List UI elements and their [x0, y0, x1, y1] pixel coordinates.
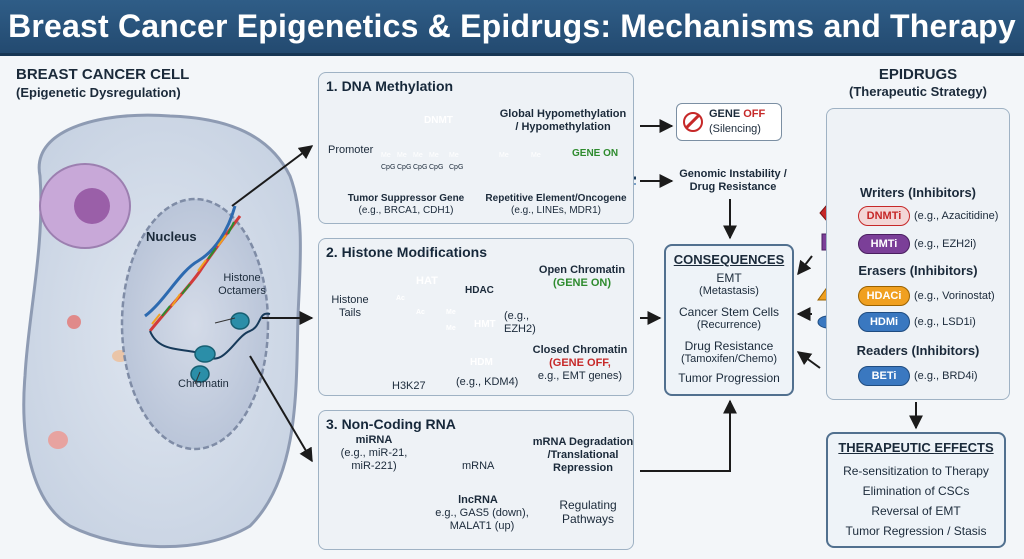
hmt-label: HMT — [474, 319, 496, 330]
closed-chromatin-gene-off: (GENE OFF, — [549, 357, 611, 369]
nucleus — [120, 197, 270, 451]
readers-heading: Readers (Inhibitors) — [856, 343, 980, 358]
beti-example: (e.g., BRD4i) — [914, 370, 978, 382]
genomic-instability-label: Genomic Instability / Drug Resistance — [679, 168, 787, 193]
beti-pill: BETi — [858, 366, 910, 386]
me-label-6: Me — [499, 152, 509, 159]
dnmti-example: (e.g., Azacitidine) — [914, 210, 999, 222]
organelle-spot — [67, 315, 81, 329]
rep-label: Repetitive Element/Oncogene — [485, 193, 627, 204]
consequence-item: Drug Resistance(Tamoxifen/Chemo) — [681, 339, 777, 366]
methylation-title: 1. DNA Methylation — [326, 78, 454, 94]
rep-example: (e.g., LINEs, MDR1) — [510, 205, 602, 216]
consequence-item: Cancer Stem Cells(Recurrence) — [678, 305, 780, 332]
nucleus-label: Nucleus — [146, 229, 197, 244]
dnmt-label: DNMT — [424, 115, 453, 126]
ac-label-2: Ac — [416, 309, 425, 316]
open-chromatin-gene-on: (GENE ON) — [552, 277, 612, 289]
hdmi-pill: HDMi — [858, 312, 910, 332]
lncrna-example: e.g., GAS5 (down), MALAT1 (up) — [435, 507, 529, 532]
writers-heading: Writers (Inhibitors) — [859, 185, 977, 200]
histone-title: 2. Histone Modifications — [326, 244, 488, 260]
panel-dna-methylation — [318, 72, 634, 224]
histone-tails-label: Histone Tails — [331, 294, 369, 319]
cpg-label-1: CpG — [381, 164, 396, 171]
gene-off-text: GENE OFF — [709, 108, 766, 120]
mirna-example: (e.g., miR-21, miR-221) — [340, 447, 408, 472]
prohibit-icon — [683, 112, 703, 132]
mrna-label: mRNA — [462, 460, 495, 472]
epidrugs-subheading: (Therapeutic Strategy) — [849, 84, 987, 99]
me-label-2: Me — [397, 152, 407, 159]
histone-octamers-label: Histone Octamers — [218, 272, 266, 297]
hmti-pill: HMTi — [858, 234, 910, 254]
tsg-example: (e.g., BRCA1, CDH1) — [358, 205, 454, 216]
hdmi-example: (e.g., LSD1i) — [914, 316, 976, 328]
hdm-label: HDM — [470, 357, 493, 368]
cpg-label-2: CpG — [397, 164, 412, 171]
cell-subheading: (Epigenetic Dysregulation) — [16, 85, 181, 100]
epidrugs-panel — [826, 108, 1010, 400]
arrow-to-methylation — [231, 145, 314, 207]
cell-heading: BREAST CANCER CELL — [16, 66, 190, 83]
promoter-label: Promoter — [328, 144, 374, 156]
consequence-item: EMT(Metastasis) — [699, 271, 759, 298]
therapeutic-heading: THERAPEUTIC EFFECTS — [838, 440, 994, 455]
hdac-label: HDAC — [465, 285, 494, 296]
chromatin-label: Chromatin — [178, 378, 229, 390]
hdm-example: (e.g., KDM4) — [456, 376, 519, 388]
tsg-label: Tumor Suppressor Gene — [347, 193, 465, 204]
epidrugs-heading: EPIDRUGS — [878, 66, 958, 83]
cell-heading-block: BREAST CANCER CELL (Epigenetic Dysregula… — [16, 66, 189, 102]
lncrna-label: lncRNA — [458, 494, 498, 506]
hdaci-pill: HDACi — [858, 286, 910, 306]
consequence-item: Tumor Progression — [678, 371, 780, 385]
consequences-heading: CONSEQUENCES — [673, 252, 785, 267]
cpg-label-4: CpG — [429, 164, 444, 171]
page-title: Breast Cancer Epigenetics & Epidrugs: Me… — [8, 8, 1016, 44]
mirna-label: miRNA — [355, 434, 393, 446]
nucleosome-group — [190, 312, 250, 383]
hat-label: HAT — [416, 275, 438, 287]
hmt-example: (e.g., EZH2) — [504, 310, 536, 335]
erasers-heading: Erasers (Inhibitors) — [858, 263, 978, 278]
therapeutic-item: Elimination of CSCs — [862, 484, 970, 498]
mrna-degradation-label: mRNA Degradation /Translational Repressi… — [532, 436, 634, 474]
me-label-1: Me — [381, 152, 391, 159]
arrow-to-ncrna — [249, 355, 313, 463]
open-chromatin-label: Open Chromatin — [538, 264, 626, 276]
closed-chromatin-label: Closed Chromatin — [532, 344, 628, 356]
dnmti-pill: DNMTi — [858, 206, 910, 226]
hdaci-example: (e.g., Vorinostat) — [914, 290, 995, 302]
me-label-h2: Me — [446, 325, 456, 332]
global-hypomethylation-label: Global Hypomethylation / Hypomethylation — [499, 108, 627, 133]
panel-histone-modifications — [318, 238, 634, 396]
therapeutic-item: Reversal of EMT — [871, 504, 961, 518]
cpg-label-5: CpG — [449, 164, 464, 171]
me-label-4: Me — [429, 152, 439, 159]
panel-noncoding-rna — [318, 410, 634, 550]
me-label-h1: Me — [446, 309, 456, 316]
therapeutic-item: Re-sensitization to Therapy — [843, 464, 989, 478]
me-label-3: Me — [413, 152, 423, 159]
therapeutic-effects-box: THERAPEUTIC EFFECTS Re-sensitization to … — [826, 432, 1006, 548]
h3k27-label: H3K27 — [392, 380, 426, 392]
cpg-label-3: CpG — [413, 164, 428, 171]
therapeutic-item: Tumor Regression / Stasis — [845, 524, 987, 538]
ncrna-title: 3. Non-Coding RNA — [326, 416, 456, 432]
consequences-box: CONSEQUENCES EMT(Metastasis) Cancer Stem… — [664, 244, 794, 396]
gene-off-box: GENE OFF (Silencing) — [676, 103, 782, 141]
me-label-7: Me — [531, 152, 541, 159]
gene-on-label: GENE ON — [572, 148, 619, 159]
regulating-pathways-label: Regulating Pathways — [559, 498, 617, 526]
me-label-5: Me — [449, 152, 459, 159]
ac-label-1: Ac — [396, 295, 405, 302]
hmti-example: (e.g., EZH2i) — [914, 238, 977, 250]
title-bar: Breast Cancer Epigenetics & Epidrugs: Me… — [0, 0, 1024, 56]
silencing-text: (Silencing) — [709, 123, 761, 135]
closed-chromatin-example: e.g., EMT genes) — [537, 370, 623, 382]
